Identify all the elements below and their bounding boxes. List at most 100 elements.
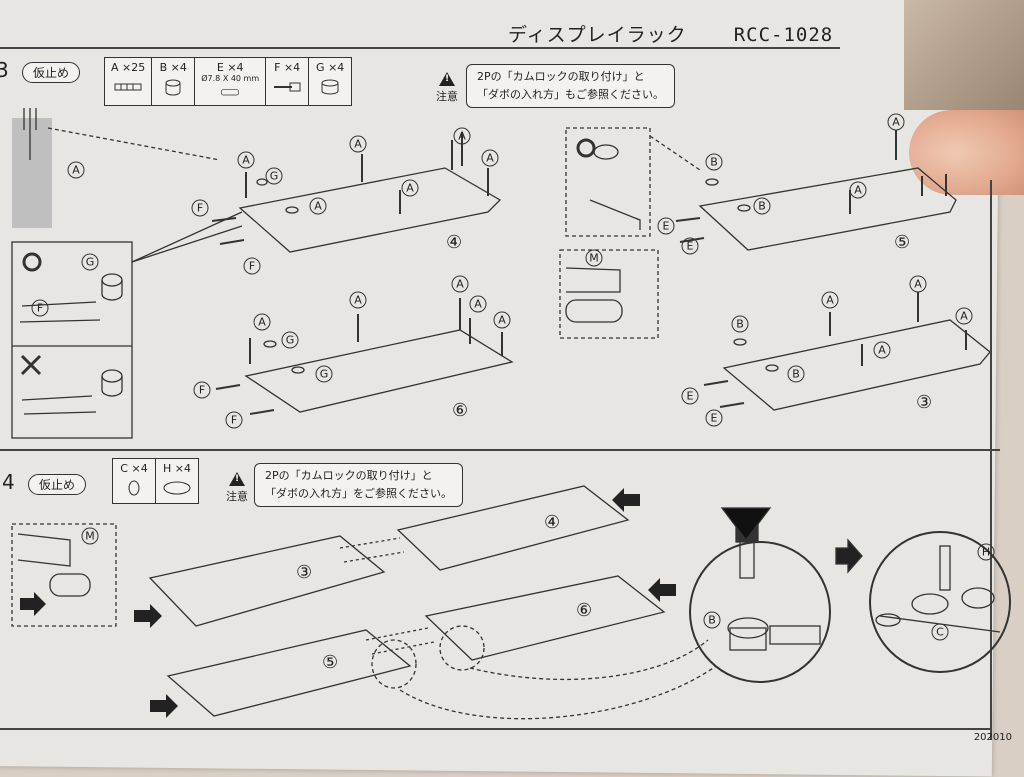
step4-panel-6-number: ⑥: [576, 600, 592, 621]
cam-bolt-icon: [274, 82, 301, 92]
callout-a: A: [242, 154, 250, 167]
callout-b: B: [792, 368, 800, 381]
panel-6-number: ⑥: [452, 400, 468, 421]
callout-g: G: [286, 334, 295, 347]
step4-caution: 注意: [226, 472, 248, 504]
callout-a: A: [960, 310, 968, 323]
dowel-icon: [114, 83, 142, 91]
step4-panel-5: [166, 629, 412, 717]
bottom-rule: [0, 728, 990, 730]
callout-g: G: [320, 368, 329, 381]
dowel-inset-bg: [12, 118, 52, 228]
step4-label: 仮止め: [28, 474, 87, 495]
callout-f: F: [37, 302, 43, 315]
step4-panel-4: [396, 485, 630, 571]
callout-f: F: [231, 414, 237, 427]
next-arrow: [835, 538, 863, 574]
callout-b: B: [758, 200, 766, 213]
cam-lock-icon: [165, 79, 181, 96]
step4-note: 2Pの「カムロックの取り付け」と 「ダボの入れ方」をご参照ください。: [254, 463, 463, 507]
step4-panel-5-number: ⑤: [322, 652, 338, 673]
panel-5-number: ⑤: [894, 232, 910, 253]
panel-6-shape: [244, 329, 514, 413]
product-name: ディスプレイラック: [508, 24, 687, 46]
step4-parts-list: C ×4 H ×4: [112, 458, 199, 504]
model-number: RCC-1028: [733, 24, 834, 46]
cap-large-icon: [163, 481, 191, 495]
callout-f: F: [197, 202, 203, 215]
callout-e: E: [663, 220, 670, 233]
cap-attach-zoom: [869, 531, 1011, 673]
part-f: F ×4: [266, 58, 310, 105]
callout-letters: [31, 113, 995, 641]
assembly-diagrams: ④ ⑥ ⑤ ③ ③ ④ ⑤ ⑥ A G A A A A A A F F A: [11, 108, 1011, 720]
background-surface: [904, 0, 1024, 110]
part-h: H ×4: [156, 459, 198, 503]
callout-a: A: [72, 164, 80, 177]
callout-e: E: [687, 390, 694, 403]
section-divider: [0, 449, 1000, 451]
callout-a: A: [878, 344, 886, 357]
callout-a: A: [456, 278, 464, 291]
dowel-insert-inset: [559, 249, 659, 339]
callout-f: F: [199, 384, 205, 397]
panel-3-shape: [722, 319, 991, 411]
part-b: B ×4: [152, 58, 196, 105]
part-a: A ×25: [105, 58, 153, 105]
part-c: C ×4: [113, 459, 156, 503]
callout-a: A: [892, 116, 900, 129]
callout-b: B: [710, 156, 718, 169]
panel-numbers: ④ ⑥ ⑤ ③ ③ ④ ⑤ ⑥: [296, 232, 932, 673]
step4-number: 4: [2, 470, 15, 494]
callout-g: G: [86, 256, 95, 269]
callout-e: E: [711, 412, 718, 425]
cam-lock-inset: [565, 127, 651, 237]
step3-note: 2Pの「カムロックの取り付け」と 「ダボの入れ方」もご参照ください。: [466, 64, 675, 108]
part-g: G ×4: [309, 58, 351, 105]
step4-panel-4-number: ④: [544, 512, 560, 533]
callout-f: F: [249, 260, 255, 273]
callout-a: A: [354, 294, 362, 307]
step3-parts-list: A ×25 B ×4 E ×4 Ø7.8 X 40 mm F ×4 G ×4: [104, 57, 353, 106]
step4-panel-3: [148, 535, 386, 627]
panel-4-number: ④: [446, 232, 462, 253]
callout-a: A: [314, 200, 322, 213]
part-e-spec: Ø7.8 X 40 mm: [201, 74, 260, 83]
right-border: [990, 180, 992, 740]
callout-b: B: [708, 614, 716, 627]
dowel-pin-icon: [221, 89, 240, 96]
callout-b: B: [736, 318, 744, 331]
callout-m: M: [589, 252, 599, 265]
callout-a: A: [914, 278, 922, 291]
callout-h: H: [982, 546, 990, 559]
panel-3-number: ③: [916, 392, 932, 413]
callout-a: A: [474, 298, 482, 311]
callout-a: A: [854, 184, 862, 197]
step3-caution: 注意: [436, 72, 458, 104]
panel-4-shape: [238, 167, 502, 253]
callout-m: M: [85, 530, 95, 543]
step4-dowel-inset: [11, 523, 117, 627]
warning-icon: [439, 72, 455, 86]
callout-a: A: [458, 130, 466, 143]
callout-a: A: [486, 152, 494, 165]
correct-mark: [22, 252, 42, 272]
finger-in-photo: [909, 110, 1024, 195]
callout-g: G: [270, 170, 279, 183]
callout-a: A: [826, 294, 834, 307]
callout-a: A: [258, 316, 266, 329]
callout-e: E: [687, 240, 694, 253]
cam-orientation-box: [11, 241, 133, 439]
callout-c: C: [936, 626, 944, 639]
callout-a: A: [498, 314, 506, 327]
cap-small-icon: [128, 480, 140, 496]
top-rule: [0, 47, 840, 49]
step4-panel-3-number: ③: [296, 562, 312, 583]
callout-a: A: [406, 182, 414, 195]
page-title: ディスプレイラック RCC-1028: [508, 20, 833, 47]
cam-tighten-zoom: [689, 541, 831, 683]
part-e: E ×4 Ø7.8 X 40 mm: [195, 58, 267, 105]
cam-cover-icon: [321, 79, 339, 95]
step3-number: 3: [0, 58, 9, 82]
callout-a: A: [354, 138, 362, 151]
